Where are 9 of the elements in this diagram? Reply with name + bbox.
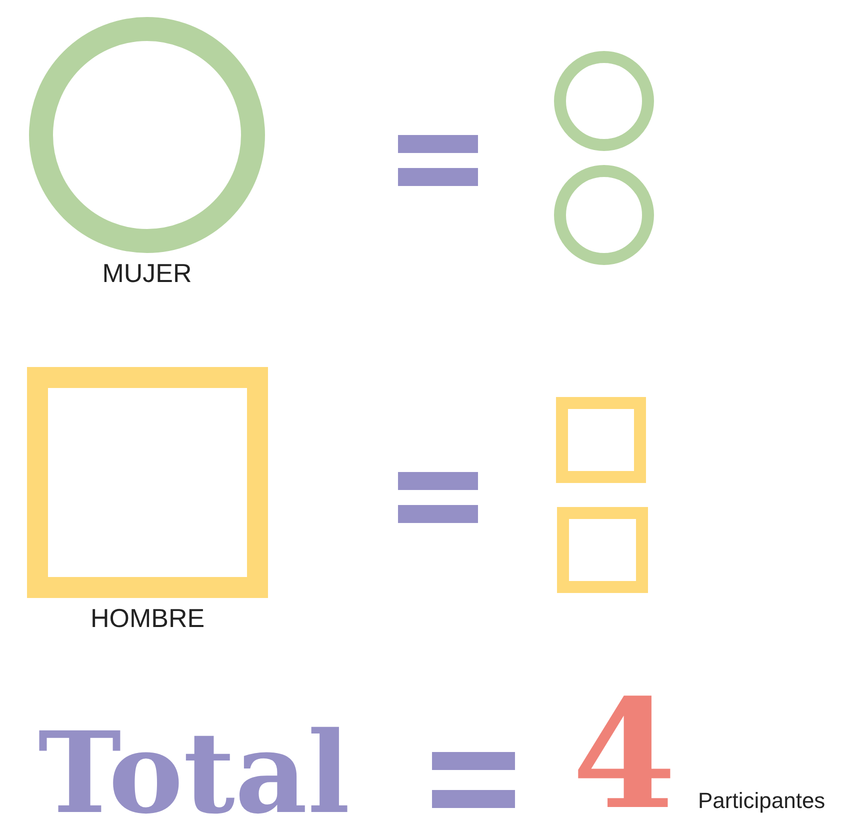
circle-shape <box>554 51 654 151</box>
square-shape <box>556 397 646 483</box>
count-number: 4 <box>572 680 676 830</box>
square-shape <box>557 507 648 593</box>
unit-label: Participantes <box>698 790 826 812</box>
total-label: Total <box>38 718 350 830</box>
circle-shape <box>554 165 654 265</box>
shape-caption: HOMBRE <box>89 604 206 632</box>
shape-caption: MUJER <box>101 259 193 287</box>
